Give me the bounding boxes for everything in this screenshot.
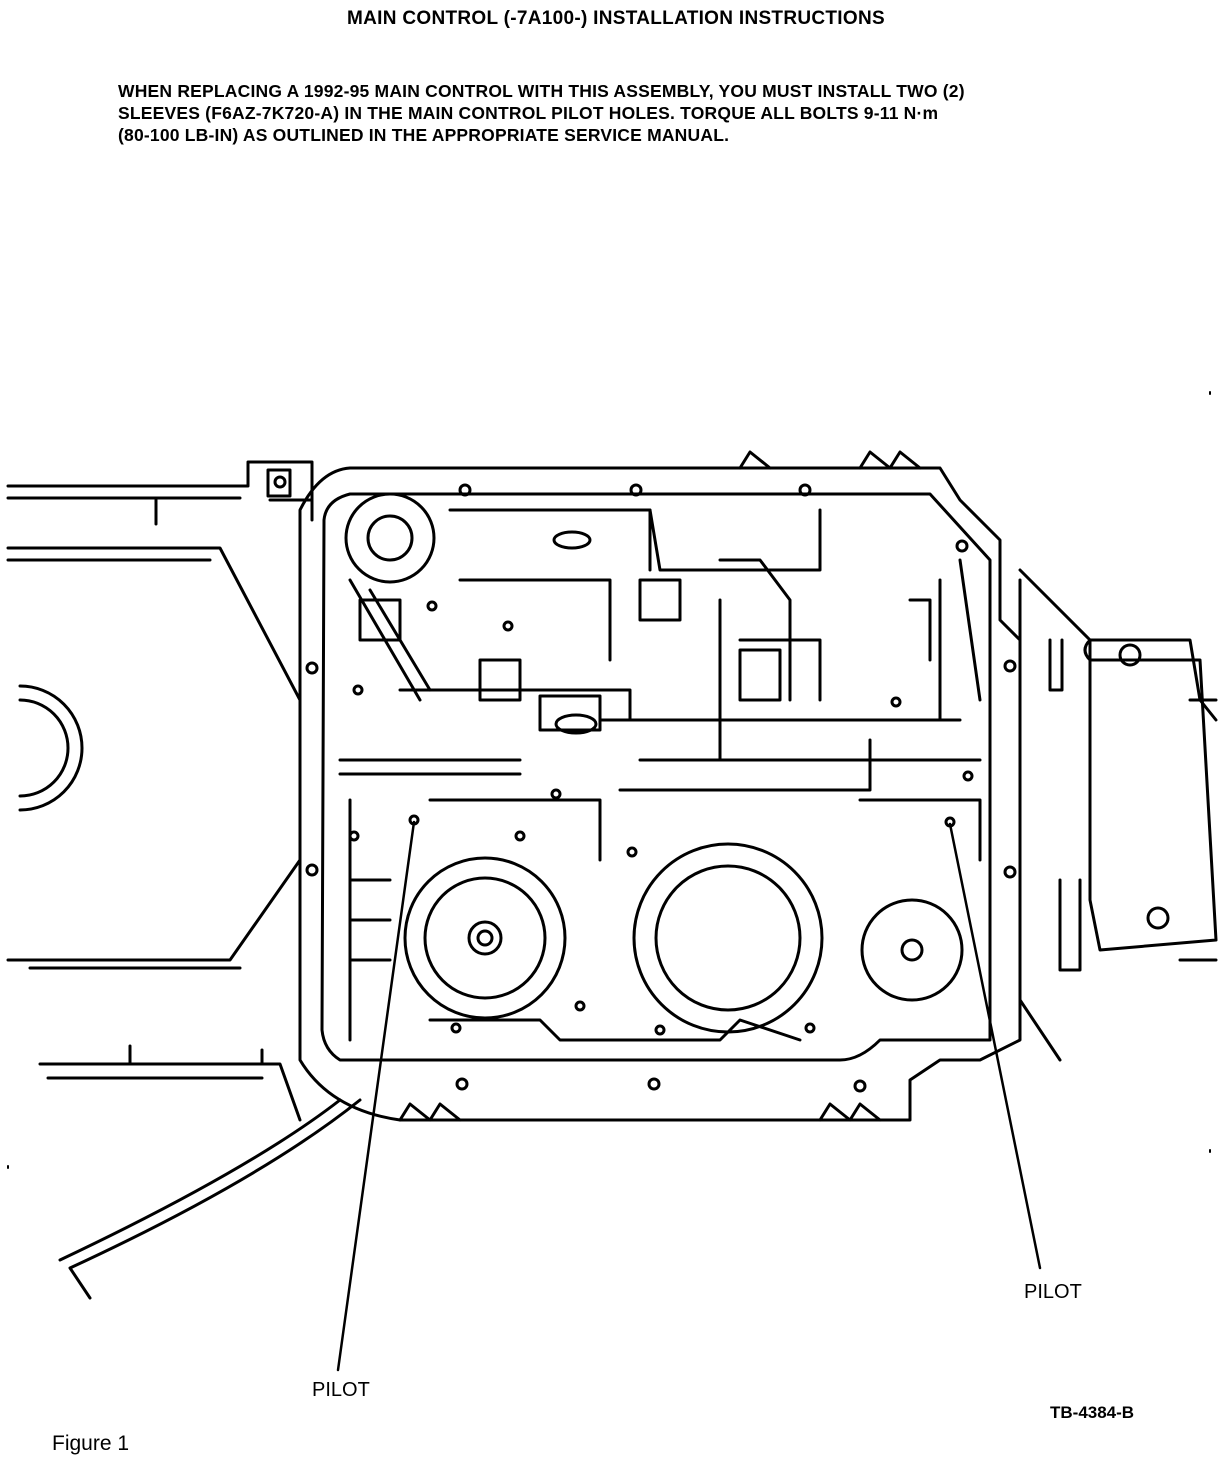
figure-caption: Figure 1 [52, 1432, 130, 1455]
instruction-line-1: WHEN REPLACING A 1992-95 MAIN CONTROL WI… [118, 81, 965, 101]
installation-instructions: WHEN REPLACING A 1992-95 MAIN CONTROL WI… [118, 80, 1118, 146]
pilot-label-left: PILOT [312, 1379, 370, 1401]
transmission-case-right [1018, 568, 1218, 1062]
scan-specks [7, 391, 1211, 1169]
pilot-label-right: PILOT [1024, 1281, 1082, 1303]
instruction-line-2: SLEEVES (F6AZ-7K720-A) IN THE MAIN CONTR… [118, 103, 939, 123]
instruction-line-3: (80-100 LB-IN) AS OUTLINED IN THE APPROP… [118, 125, 730, 145]
servo-bores [403, 842, 964, 1042]
pilot-leader-lines [336, 820, 1042, 1372]
pan-flange-outline [298, 450, 1022, 1122]
valve-body-bolt-holes [348, 600, 974, 1036]
transmission-case-left [6, 460, 362, 1300]
page-title: MAIN CONTROL (-7A100-) INSTALLATION INST… [347, 8, 885, 29]
valve-body-passages [338, 492, 982, 1042]
reference-code: TB-4384-B [1050, 1403, 1135, 1422]
